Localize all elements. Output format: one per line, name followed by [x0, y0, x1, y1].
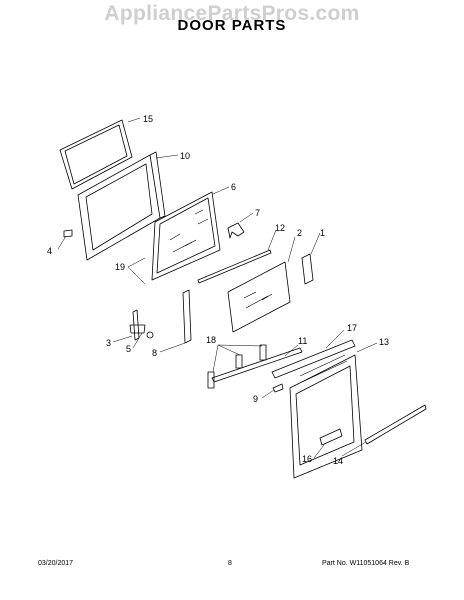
door-hinge [129, 309, 154, 341]
glass-spacer [301, 253, 314, 285]
callout-10: 10 [180, 151, 190, 161]
door-vent [271, 339, 356, 379]
callout-12: 12 [275, 223, 285, 233]
watermark: AppliancePartsPros.com [104, 2, 360, 25]
door-gasket [59, 119, 133, 190]
door-handle-bar [211, 347, 303, 383]
callout-3: 3 [106, 338, 111, 348]
callout-14: 14 [333, 456, 343, 466]
screw-small [63, 229, 73, 238]
callout-16: 16 [302, 454, 312, 464]
side-trim [182, 289, 192, 344]
window-pack [151, 191, 221, 281]
callout-19: 19 [115, 262, 125, 272]
footer-date: 03/20/2017 [38, 560, 74, 567]
outer-door-panel [289, 354, 363, 479]
callout-2: 2 [297, 228, 302, 238]
page-title: DOOR PARTS [177, 17, 287, 34]
callout-8: 8 [152, 348, 157, 358]
callout-17: 17 [347, 323, 357, 333]
callout-6: 6 [231, 182, 236, 192]
callout-13: 13 [379, 337, 389, 347]
outer-glass [227, 261, 291, 333]
callout-18: 18 [206, 335, 216, 345]
glass-rod [197, 249, 272, 284]
screw [272, 383, 284, 393]
callout-11: 11 [298, 336, 307, 346]
callout-5: 5 [126, 344, 131, 354]
footer-page-number: 8 [228, 560, 232, 567]
hinge-rod [364, 404, 427, 445]
window-clip [227, 222, 245, 239]
callout-1: 1 [320, 228, 325, 238]
callout-9: 9 [253, 394, 258, 404]
footer-part-info: Part No. W11051064 Rev. B [322, 560, 410, 567]
callout-7: 7 [255, 208, 260, 218]
inner-door-panel [77, 151, 166, 261]
callout-4: 4 [47, 246, 52, 256]
callout-15: 15 [143, 114, 153, 124]
